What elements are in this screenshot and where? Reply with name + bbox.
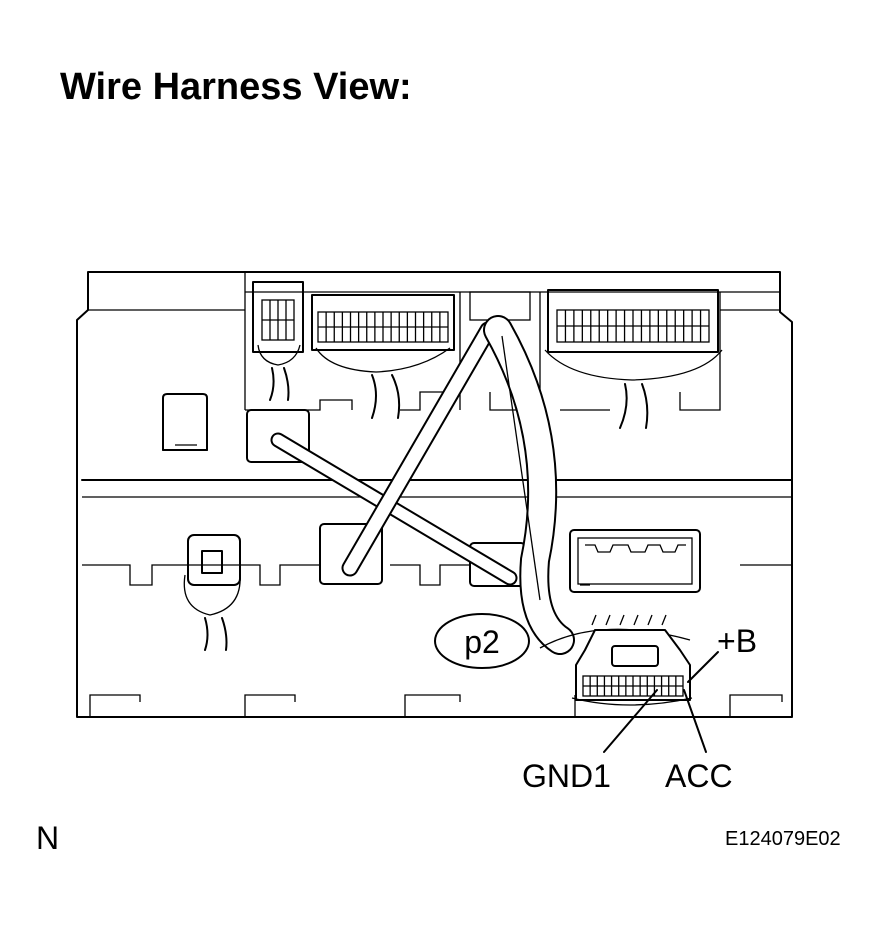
- orientation-mark: N: [36, 820, 60, 856]
- gnd1-leader: [603, 689, 658, 753]
- small-connector-left: [252, 281, 304, 401]
- acc-leader: [683, 689, 707, 753]
- p2-label-text: p2: [464, 624, 500, 660]
- figure-code: E124079E02: [725, 828, 841, 850]
- gnd1-terminal-label: GND1: [522, 758, 611, 794]
- p2-connector: [571, 614, 693, 706]
- diagram-title: Wire Harness View:: [60, 66, 412, 108]
- round-connector-left: [183, 534, 241, 651]
- b-plus-leader: [687, 651, 719, 683]
- socket-right: [569, 529, 701, 593]
- long-connector-center: [311, 294, 455, 419]
- p2-connector-label: p2: [434, 613, 530, 669]
- b-plus-terminal-label: +B: [717, 623, 757, 659]
- panel-body: [76, 271, 793, 718]
- harness-wire-crossing: [341, 321, 497, 577]
- long-connector-right: [544, 289, 723, 429]
- acc-terminal-label: ACC: [665, 758, 733, 794]
